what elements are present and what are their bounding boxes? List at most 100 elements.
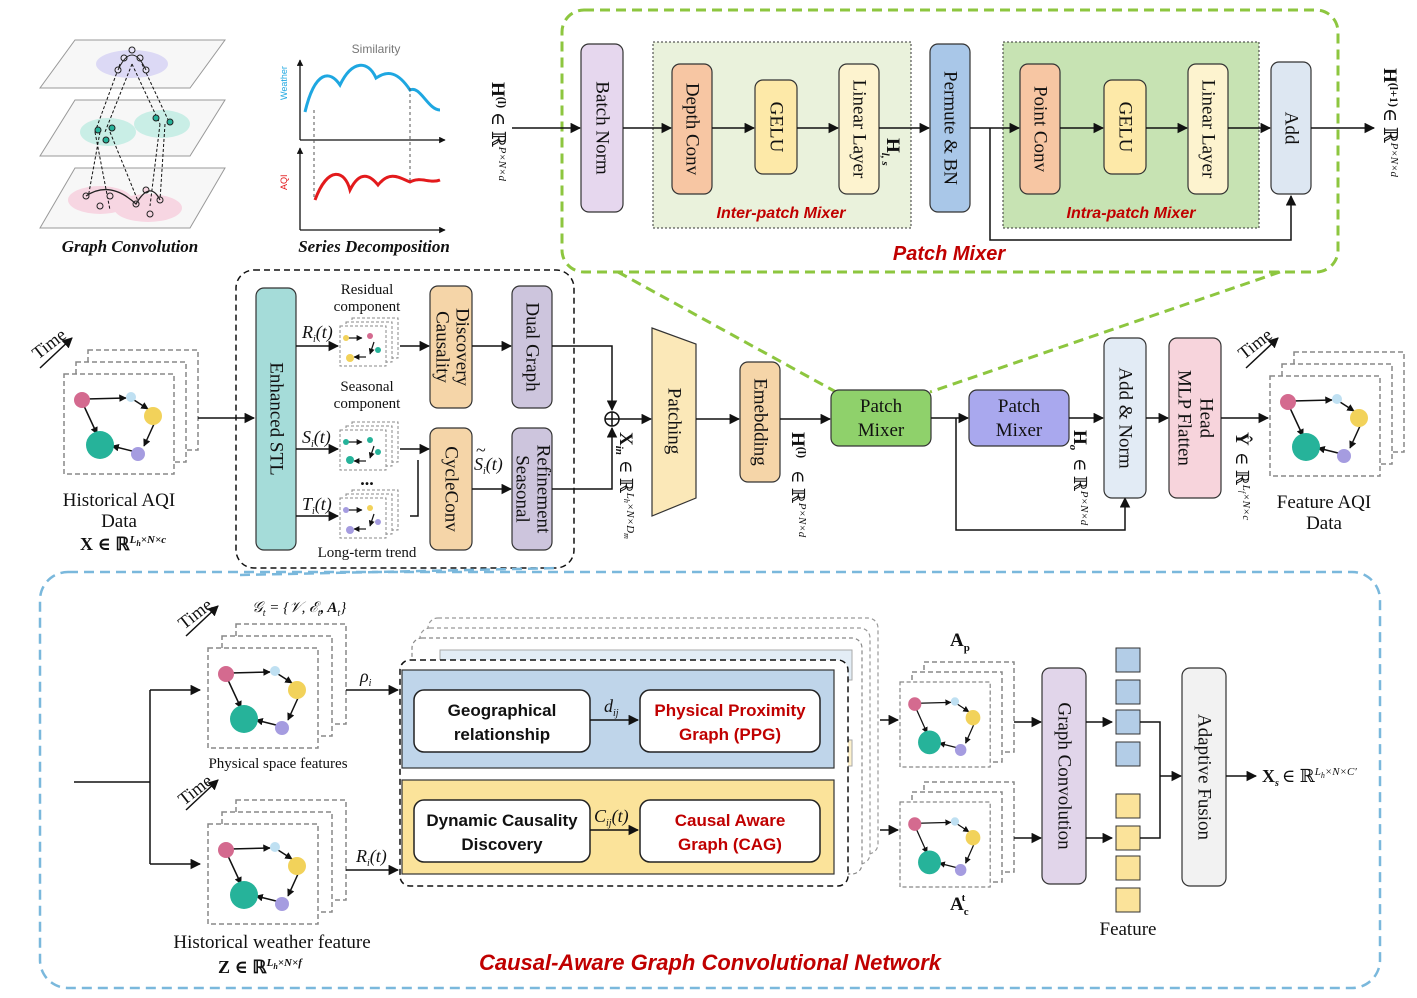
svg-text:Xin: Xin: [613, 432, 636, 455]
add-label: Add: [1281, 112, 1302, 145]
linear-layer-block-2: [1187, 63, 1229, 195]
residual-mini-graphs: [340, 318, 398, 366]
ppg-feature-column: [1115, 647, 1141, 767]
seasonal-refinement-label-2: Refinement: [533, 445, 554, 534]
graph-convolution-illustration: [39, 39, 226, 229]
linear-layer-block-1: [838, 63, 880, 195]
s-tilde-label: Si(t): [474, 454, 503, 477]
patch-mixer-title: Patch Mixer: [893, 243, 1006, 265]
cag-feature-column: [1115, 793, 1141, 913]
physical-space-stack: Time: [174, 594, 347, 748]
time-label-2: Time: [1234, 324, 1276, 363]
causality-discovery-label: Causality: [432, 311, 453, 383]
linear-layer-label-2: Linear Layer: [1198, 80, 1219, 179]
ap-label: Ap: [950, 630, 970, 654]
geographical-relationship-box: [413, 689, 591, 753]
residual-component-label-2: component: [334, 299, 401, 315]
gelu-block-1: [754, 79, 798, 175]
svg-text:H(l+1): H(l+1): [1379, 68, 1401, 107]
seasonal-mini-graphs: [340, 422, 398, 470]
historical-aqi-stack: Time: [28, 324, 199, 474]
graph-convolution-label: Graph Convolution: [1054, 702, 1075, 850]
historical-aqi-label: Historical AQI: [63, 490, 175, 511]
add-norm-label: Add & Norm: [1115, 367, 1136, 469]
cag-label: Causal Aware: [675, 811, 786, 830]
h-o-label: Ho ∈ ℝP×N×d: [1067, 430, 1090, 526]
svg-text:∈ ℝLf×N×c: ∈ ℝLf×N×c: [1232, 452, 1252, 520]
dynamic-causality-box: [413, 799, 591, 863]
depth-conv-label: Depth Conv: [682, 83, 703, 176]
h-l-label: H(l) ∈ ℝP×N×d: [787, 432, 809, 538]
ppg-label: Physical Proximity: [654, 701, 806, 720]
cag-box: [639, 799, 821, 863]
gelu-block-2: [1103, 79, 1147, 175]
patch-mixer-1-label-2: Mixer: [858, 420, 905, 441]
seasonal-component-label: Seasonal: [340, 379, 393, 395]
time-label-1: Time: [28, 324, 70, 363]
gelu-label-1: GELU: [766, 102, 787, 153]
series-decomposition-caption: Series Decomposition: [298, 237, 450, 256]
seasonal-refinement-label: Seasonal: [512, 455, 533, 523]
adaptive-fusion-block: [1181, 667, 1227, 887]
feature-aqi-label-2: Data: [1306, 513, 1342, 534]
long-term-trend-label: Long-term trend: [318, 545, 417, 561]
cagcn-frame: [38, 570, 1382, 990]
dcd-label: Dynamic Causality: [426, 811, 578, 830]
patch-mixer-2-label-2: Mixer: [996, 420, 1043, 441]
r-i-t-label: Ri(t): [355, 846, 387, 869]
seasonal-component-label-2: component: [334, 396, 401, 412]
graph-convolution-block: [1041, 667, 1087, 885]
point-conv-block: [1019, 63, 1061, 195]
enhanced-stl-label: Enhanced STL: [266, 362, 287, 475]
ellipsis: ...: [360, 469, 374, 489]
svg-text:Ŷ: Ŷ: [1231, 432, 1253, 446]
permute-bn-label: Permute & BN: [940, 71, 961, 185]
residual-component-label: Residual: [341, 282, 394, 298]
x-in-label: Xin ∈ ℝLh×N×Dm: [613, 432, 636, 539]
svg-text:~: ~: [476, 440, 486, 460]
graph-convolution-caption: Graph Convolution: [62, 237, 199, 256]
dual-graph-label: Dual Graph: [522, 302, 543, 392]
h-ls-label: Hl, s: [879, 138, 903, 166]
aqi-axis-label: AQI: [279, 174, 289, 190]
embedding-label: Emebdding: [750, 378, 771, 466]
svg-text:∈ ℝLh×N×Dm: ∈ ℝLh×N×Dm: [616, 460, 636, 539]
patch-mixer-input-label: H(l) ∈ ℝP×N×d: [487, 82, 509, 182]
c-ij-label: Cij(t): [594, 806, 629, 829]
enhanced-stl-block: [255, 287, 297, 551]
historical-aqi-label-2: Data: [101, 511, 137, 532]
ppg-label-2: Graph (PPG): [679, 725, 781, 744]
patch-mixer-output-label: H(l+1) ∈ ℝP×N×d: [1379, 68, 1401, 178]
series-decomposition-illustration: Similarity Weather AQI: [279, 42, 446, 234]
trend-mini-graphs: [340, 490, 398, 538]
ac-label: Act: [950, 892, 969, 918]
geographical-label: Geographical: [448, 701, 557, 720]
decomposition-frame: [235, 269, 575, 569]
d-ij-label: dij: [604, 696, 619, 719]
svg-text:H(l): H(l): [787, 432, 809, 458]
cagcn-title: Causal-Aware Graph Convolutional Network: [479, 950, 943, 975]
svg-text:H(l): H(l): [487, 82, 509, 108]
patching-block: [651, 327, 697, 517]
svg-text:∈ ℝP×N×d: ∈ ℝP×N×d: [1379, 108, 1400, 178]
svg-text:∈ ℝP×N×d: ∈ ℝP×N×d: [788, 470, 808, 538]
s-t-label: Si(t): [302, 427, 331, 450]
causality-discovery-block: [429, 285, 473, 409]
historical-weather-label: Historical weather feature: [173, 932, 370, 953]
mlp-head-label: MLP Flatten: [1174, 370, 1195, 466]
r-t-label: Ri(t): [301, 322, 333, 345]
svg-text:∈ ℝP×N×d: ∈ ℝP×N×d: [1070, 458, 1090, 526]
batch-norm-label: Batch Norm: [592, 81, 613, 175]
linear-layer-label-1: Linear Layer: [849, 80, 870, 179]
patch-mixer-2-label: Patch: [998, 396, 1041, 417]
dcd-label-2: Discovery: [461, 835, 543, 854]
depth-conv-block: [671, 63, 713, 195]
cag-label-2: Graph (CAG): [678, 835, 782, 854]
time-label-4: Time: [174, 770, 216, 809]
patch-mixer-detail-frame: [560, 8, 1340, 274]
feature-aqi-stack: Time: [1234, 324, 1405, 476]
svg-text:∈ ℝP×N×d: ∈ ℝP×N×d: [487, 112, 508, 182]
dual-graph-block: [511, 285, 553, 409]
g-formula: 𝒢t = {𝒱, ℰt, At}: [252, 600, 346, 619]
x-s-formula: Xs∈ ℝLh×N×C′: [1262, 766, 1357, 789]
